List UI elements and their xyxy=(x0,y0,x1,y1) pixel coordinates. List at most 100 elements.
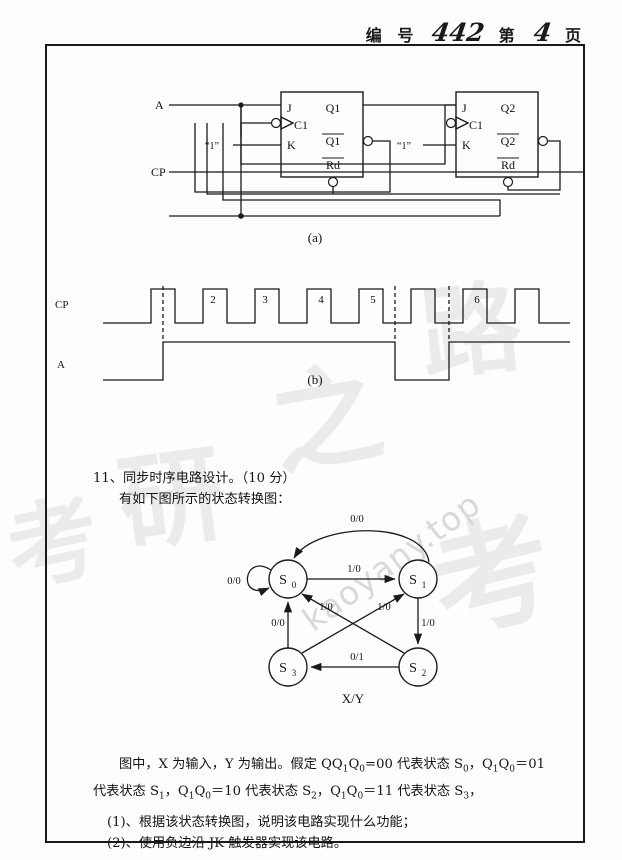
waveform-caption-b: (b) xyxy=(307,372,322,387)
page-content: J C1 K Q1 Q1 Rd J C1 K Q2 Q2 Rd xyxy=(45,44,585,851)
ff2-c1-label: C1 xyxy=(469,118,483,132)
enc-q-1: Q xyxy=(331,757,343,772)
enc2-q-1-sub: 1 xyxy=(492,764,499,775)
state-node-s3 xyxy=(268,647,308,687)
ff1-k-label: K xyxy=(287,138,296,152)
state-node-s1 xyxy=(398,559,438,599)
explanation-line2-comma3: ， xyxy=(469,783,483,799)
ff2-rd-label: Rd xyxy=(501,158,515,172)
input-cp-label: CP xyxy=(151,165,166,179)
circuit-wiring-a xyxy=(169,104,561,219)
explanation-s0-sub: 0 xyxy=(463,764,469,775)
edge-label-s0-s1: 1/0 xyxy=(347,564,360,575)
question-items: (1)、根据该状态转换图，说明该电路实现什么功能； (2)、使用负边沿 JK 触… xyxy=(107,812,416,854)
state-node-s3-label: S xyxy=(279,661,287,676)
ff1-clock-bubble xyxy=(270,117,282,129)
ff1-qbar-label: Q1 xyxy=(326,134,341,148)
enc-q-1-sub: 1 xyxy=(342,764,349,775)
enc2-q-0: Q xyxy=(498,757,510,772)
edge-label-s2-s3: 0/1 xyxy=(350,652,363,663)
state-transition-diagram: S 0 S 1 S 2 S 3 0/0 1/0 0/0 1/0 xyxy=(227,514,438,706)
pulse-label-5: 5 xyxy=(370,294,376,306)
question-line-1: 11、同步时序电路设计。（10 分） xyxy=(93,471,296,486)
flipflop-1-body xyxy=(280,91,364,178)
page-frame xyxy=(45,44,585,843)
state-node-s0 xyxy=(268,559,308,599)
explanation-block: 图中，X 为输入，Y 为输出。假定 QQ1Q0=00 代表状态 S0，Q1Q0＝… xyxy=(93,754,622,807)
header-page-unit: 页 xyxy=(564,26,586,45)
encoding-q1q0-3: Q1Q0 xyxy=(177,783,211,802)
header-page-value: 4 xyxy=(531,18,554,47)
state-node-s0-sub: 0 xyxy=(292,580,297,590)
ff1-q-label: Q1 xyxy=(326,101,341,115)
enc-q-0-sub: 0 xyxy=(359,764,366,775)
explanation-s1-sub: 1 xyxy=(158,791,165,802)
circuit-diagram-a: J C1 K Q1 Q1 Rd J C1 K Q2 Q2 Rd xyxy=(151,91,585,188)
enc-q-0: Q xyxy=(348,757,360,772)
edge-label-s3-s0: 0/0 xyxy=(271,618,284,629)
page-header: 编 号 442 第 4 页 xyxy=(366,18,586,47)
encoding-q1q0-4: Q1Q0 xyxy=(330,783,364,802)
edge-label-s3-s1: 1/0 xyxy=(377,602,390,613)
header-page-label: 第 xyxy=(498,26,520,45)
state-diagram-axis-label: X/Y xyxy=(342,691,365,706)
edge-label-s1-s2: 1/0 xyxy=(421,618,434,629)
waveform-cp-label: CP xyxy=(55,299,68,311)
state-node-s3-sub: 3 xyxy=(292,668,297,678)
enc4-q-1: Q xyxy=(330,783,341,799)
enc2-q-0-sub: 0 xyxy=(509,764,516,775)
edge-s3-s1 xyxy=(301,593,405,654)
edge-label-s2-s0: 1/0 xyxy=(319,602,332,613)
waveform-a-label: A xyxy=(57,359,65,371)
explanation-value-10: 10 xyxy=(224,783,241,799)
header-number-label: 编 号 xyxy=(365,26,419,45)
explanation-s2-sub: 2 xyxy=(311,791,317,802)
explanation-line2-comma1: ， xyxy=(164,783,178,799)
state-node-s2-sub: 2 xyxy=(422,668,427,678)
pulse-label-4: 4 xyxy=(318,294,324,306)
edge-s0-s0 xyxy=(246,565,272,596)
question-item-2: (2)、使用负边沿 JK 触发器实现该电路。 xyxy=(107,836,348,851)
explanation-value-11: 11 xyxy=(376,783,394,799)
pulse-label-3: 3 xyxy=(262,294,268,306)
state-node-s1-label: S xyxy=(409,573,417,588)
enc4-q-1-sub: 1 xyxy=(340,791,347,802)
explanation-daibiao-3: 代表状态 S xyxy=(397,783,464,799)
input-a-label: A xyxy=(155,98,164,112)
ff1-c1-label: C1 xyxy=(294,118,308,132)
explanation-text-a: 图中，X 为输入，Y 为输出。假定 Q xyxy=(119,757,332,772)
enc2-q-1: Q xyxy=(481,757,493,772)
pulse-label-6: 6 xyxy=(474,294,480,306)
ff2-j-label: J xyxy=(462,101,467,115)
edge-label-s1-s0: 0/0 xyxy=(350,514,363,525)
question-line-2: 有如下图所示的状态转换图： xyxy=(119,492,291,507)
enc3-q-1-sub: 1 xyxy=(188,791,195,802)
explanation-line2-comma2: ， xyxy=(316,783,331,799)
enc3-q-0: Q xyxy=(194,783,206,799)
waveform-cp-trace xyxy=(103,288,570,324)
header-number-value: 442 xyxy=(430,18,487,47)
enc4-q-0-sub: 0 xyxy=(357,791,364,802)
question-item-1: (1)、根据该状态转换图，说明该电路实现什么功能； xyxy=(107,815,416,830)
explanation-daibiao-2: 代表状态 S xyxy=(245,783,312,799)
edge-s1-s0 xyxy=(293,530,430,563)
ff1-rd-label: Rd xyxy=(326,158,340,172)
state-node-s1-sub: 1 xyxy=(422,580,427,590)
ff1-j-label: J xyxy=(287,101,292,115)
explanation-value-01: 01 xyxy=(528,757,545,772)
explanation-text-c: ， xyxy=(468,757,482,772)
pulse-label-2: 2 xyxy=(210,294,216,306)
flipflop-2-body xyxy=(455,91,539,178)
question-heading: 11、同步时序电路设计。（10 分） 有如下图所示的状态转换图： xyxy=(93,468,296,510)
encoding-q1q0-1: Q1Q0 xyxy=(331,757,366,775)
explanation-line2-pre: 代表状态 S xyxy=(93,783,159,799)
explanation-text-b: =00 代表状态 S xyxy=(365,757,464,772)
enc3-q-1: Q xyxy=(177,783,189,799)
ff2-q-label: Q2 xyxy=(501,101,516,115)
enc3-q-0-sub: 0 xyxy=(205,791,211,802)
state-node-s0-label: S xyxy=(279,573,287,588)
waveform-diagram-b: CP A 2 3 4 5 6 (b) xyxy=(55,286,570,387)
encoding-q1q0-2: Q1Q0 xyxy=(481,757,516,775)
circuit-caption-a-wrap: (a) xyxy=(308,230,322,245)
circuit-caption-a: (a) xyxy=(308,230,322,245)
